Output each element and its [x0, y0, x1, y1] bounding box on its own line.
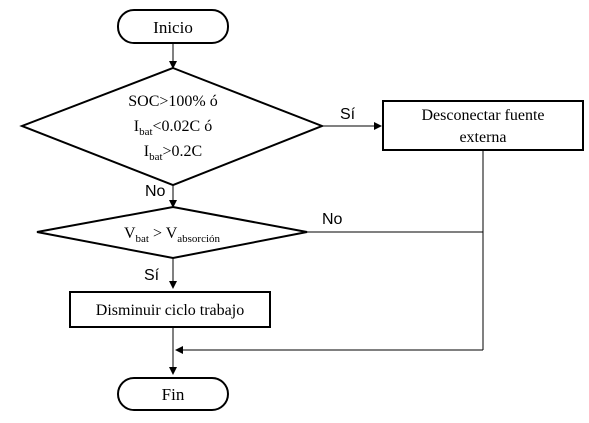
end-label: Fin [162, 385, 185, 404]
end-terminal: Fin [117, 377, 229, 411]
decision-vbat: Vbat > Vabsorción [36, 205, 308, 260]
edge-label-d2-no: No [322, 211, 343, 228]
reduce-label: Disminuir ciclo trabajo [96, 302, 244, 319]
decision-soc: SOC>100% ó Ibat<0.02C ó Ibat>0.2C [19, 66, 325, 187]
edge-label-d1-yes: Sí [340, 106, 356, 123]
start-terminal: Inicio [117, 9, 229, 44]
disconnect-process: Desconectar fuente externa [382, 100, 584, 151]
edge-label-d2-yes: Sí [144, 267, 160, 284]
disconnect-line2: externa [459, 129, 506, 146]
reduce-process: Disminuir ciclo trabajo [69, 291, 271, 328]
decision-soc-line2: Ibat<0.02C ó [134, 118, 212, 138]
disconnect-line1: Desconectar fuente [421, 107, 544, 124]
decision-soc-line3: Ibat>0.2C [144, 143, 202, 163]
decision-vbat-label: Vbat > Vabsorción [124, 225, 221, 245]
start-label: Inicio [153, 18, 193, 37]
edge-label-d1-no: No [145, 183, 166, 200]
decision-soc-line1: SOC>100% ó [128, 93, 217, 110]
